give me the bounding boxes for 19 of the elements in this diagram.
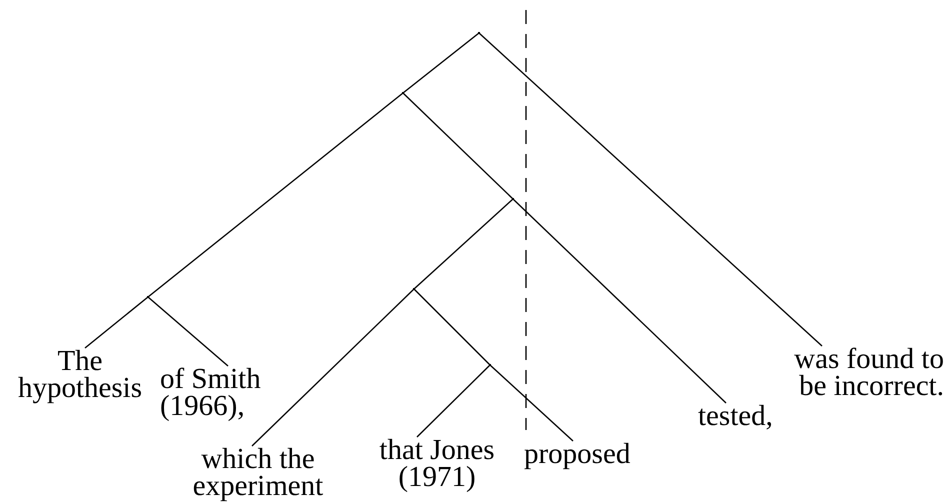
word-label: was found to be incorrect.	[776, 346, 944, 400]
tree-branch-line	[402, 92, 514, 200]
tree-branch-line	[252, 288, 414, 446]
tree-branch-line	[148, 296, 228, 366]
tree-branch-line	[414, 288, 490, 366]
tree-branch-line	[512, 198, 726, 404]
word-label: The hypothesis	[8, 348, 152, 402]
word-label: which the experiment	[190, 446, 326, 500]
word-label: proposed	[524, 441, 648, 468]
tree-branch-line	[490, 364, 574, 442]
word-label: tested,	[698, 403, 788, 430]
tree-branch-line	[416, 364, 490, 438]
tree-branch-line	[478, 32, 822, 346]
tree-branch-line	[84, 296, 148, 348]
tree-branch-line	[402, 32, 480, 94]
tree-branch-line	[414, 198, 514, 290]
word-label: that Jones (1971)	[368, 437, 506, 491]
word-label: of Smith (1966),	[160, 366, 278, 420]
tree-branch-line	[148, 92, 404, 298]
